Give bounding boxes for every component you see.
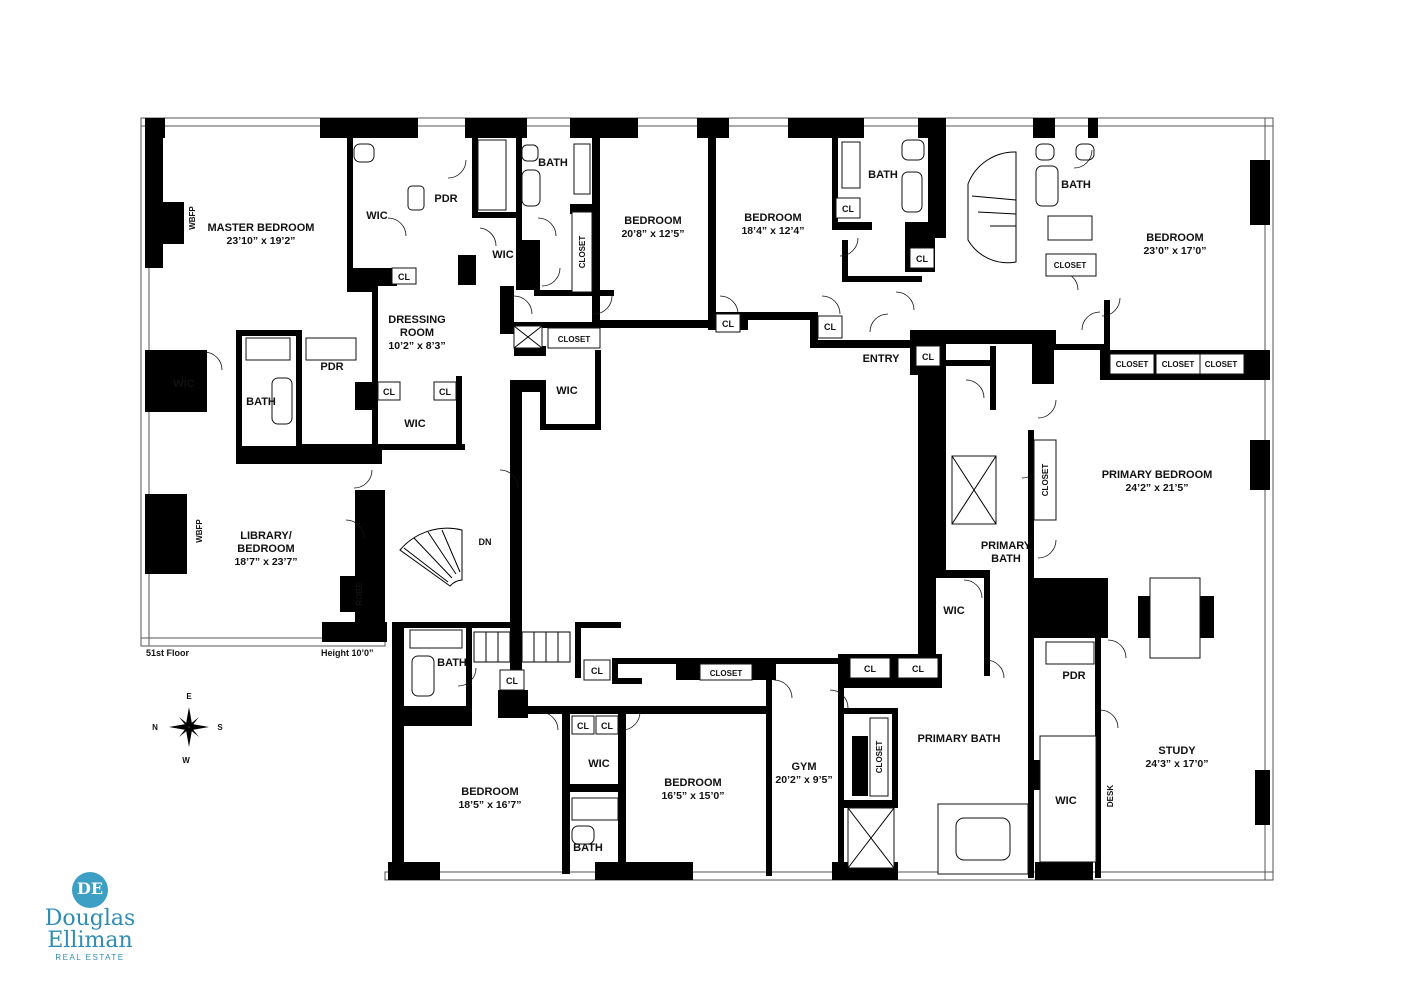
- fixtures: [245, 139, 1201, 875]
- study-label: STUDY: [1158, 745, 1196, 757]
- bedroom-c-dim: 23’0” x 17’0”: [1143, 245, 1206, 257]
- bedroom-b-label: BEDROOM: [744, 212, 801, 224]
- height-label: Height 10’0”: [321, 648, 374, 658]
- primary-bedroom-label: PRIMARY BEDROOM: [1102, 469, 1213, 481]
- wic-1-label: WIC: [366, 210, 387, 222]
- door-swings: [203, 149, 1127, 731]
- wbfp-label: WBFP: [188, 206, 197, 230]
- entry-label: ENTRY: [863, 353, 901, 365]
- logo-line-1: Douglas: [44, 906, 136, 931]
- robe-label: ROBE: [355, 582, 364, 606]
- closet-label: CLOSET: [558, 335, 591, 344]
- compass-n: N: [152, 723, 158, 732]
- primary-bath-1-label-1: PRIMARY: [981, 540, 1032, 552]
- cl-label: CL: [591, 666, 603, 676]
- closet-label: CLOSET: [578, 236, 587, 269]
- closet-label: CLOSET: [1041, 464, 1050, 497]
- gym-dim: 20’2” x 9’5”: [775, 774, 832, 786]
- cl-label: CL: [824, 322, 836, 332]
- bath-bottom2-label: BATH: [573, 842, 603, 854]
- cl-label: CL: [383, 387, 395, 397]
- cl-label: CL: [601, 721, 613, 731]
- master-bedroom-dim: 23’10” x 19’2”: [227, 235, 296, 247]
- bath-left-label: BATH: [246, 396, 276, 408]
- cl-label: CL: [912, 664, 924, 674]
- cl-label: CL: [722, 319, 734, 329]
- closet-labels: CL CLOSET CLOSET CL CL CL CL CL CLOSET C…: [188, 197, 1245, 797]
- closet-label: CLOSET: [1116, 360, 1149, 369]
- closet-label: CLOSET: [1054, 261, 1087, 270]
- walls: [145, 118, 1270, 880]
- primary-bath-2-label: PRIMARY BATH: [918, 733, 1001, 745]
- wic-dress-label: WIC: [404, 418, 425, 430]
- de-logo-icon: DE: [72, 872, 108, 908]
- compass-w: W: [182, 756, 190, 765]
- cl-label: CL: [398, 272, 410, 282]
- compass-e: E: [186, 692, 192, 701]
- bedroom-b-dim: 18’4” x 12’4”: [741, 225, 804, 237]
- bedroom-d-label: BEDROOM: [461, 786, 518, 798]
- pdr-right-label: PDR: [1062, 670, 1085, 682]
- cl-label: CL: [439, 387, 451, 397]
- stairs: [399, 151, 1017, 663]
- bath-top-label: BATH: [538, 157, 568, 169]
- primary-bath-1-label-2: BATH: [991, 553, 1021, 565]
- bedroom-a-label: BEDROOM: [624, 215, 681, 227]
- bath-c-label: BATH: [1061, 179, 1091, 191]
- library-label-1: LIBRARY/: [240, 530, 292, 542]
- study-dim: 24’3” x 17’0”: [1145, 758, 1208, 770]
- wic-center-label: WIC: [556, 385, 577, 397]
- bath-b-label: BATH: [868, 169, 898, 181]
- master-bedroom-label: MASTER BEDROOM: [208, 222, 315, 234]
- logo-line-3: REAL ESTATE: [55, 953, 125, 962]
- closet-label: CLOSET: [1205, 360, 1238, 369]
- bedroom-a-dim: 20’8” x 12’5”: [621, 228, 684, 240]
- wic-2-label: WIC: [492, 249, 513, 261]
- compass-rose: E N S W: [152, 692, 223, 765]
- cl-label: CL: [916, 254, 928, 264]
- bedroom-c-label: BEDROOM: [1146, 232, 1203, 244]
- cl-label: CL: [842, 204, 854, 214]
- compass-s: S: [217, 723, 223, 732]
- cl-label: CL: [506, 676, 518, 686]
- wic-primary-label: WIC: [943, 605, 964, 617]
- room-labels: MASTER BEDROOM 23’10” x 19’2” WIC PDR BA…: [173, 157, 1212, 854]
- dn-label: DN: [479, 537, 492, 547]
- closet-label: CLOSET: [875, 741, 884, 774]
- wbfp-label: WBFP: [195, 519, 204, 543]
- cl-label: CL: [922, 352, 934, 362]
- douglas-elliman-logo: DE Douglas Elliman REAL ESTATE: [40, 872, 140, 987]
- wic-bottom-label: WIC: [588, 758, 609, 770]
- bedroom-e-label: BEDROOM: [664, 777, 721, 789]
- bedroom-d-dim: 18’5” x 16’7”: [458, 799, 521, 811]
- bath-bottom-label: BATH: [437, 657, 467, 669]
- desk-label: DESK: [1106, 785, 1115, 807]
- bedroom-e-dim: 16’5” x 15’0”: [661, 790, 724, 802]
- logo-line-2: Elliman: [47, 928, 133, 953]
- cl-label: CL: [577, 721, 589, 731]
- cl-label: CL: [864, 664, 876, 674]
- gym-label: GYM: [791, 761, 816, 773]
- primary-bedroom-dim: 24’2” x 21’5”: [1125, 482, 1188, 494]
- wic-right-label: WIC: [1055, 795, 1076, 807]
- library-dim: 18’7” x 23’7”: [234, 556, 297, 568]
- dressing-room-label-2: ROOM: [400, 327, 434, 339]
- floor-label: 51st Floor: [146, 648, 190, 658]
- library-label-2: BEDROOM: [237, 543, 294, 555]
- wic-left-label: WIC: [173, 378, 194, 390]
- pdr-left-label: PDR: [320, 361, 343, 373]
- pdr-top-label: PDR: [434, 193, 457, 205]
- dressing-room-dim: 10’2” x 8’3”: [388, 340, 445, 352]
- closet-label: CLOSET: [1162, 360, 1195, 369]
- closet-label: CLOSET: [710, 669, 743, 678]
- dressing-room-label-1: DRESSING: [388, 314, 445, 326]
